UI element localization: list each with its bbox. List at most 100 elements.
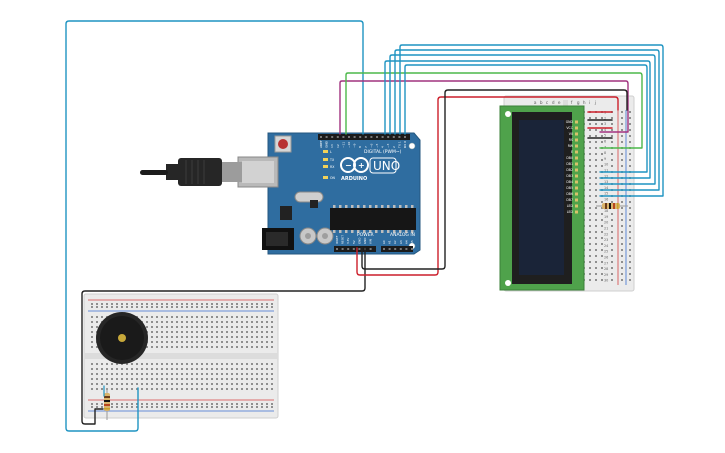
header-pin[interactable] <box>325 136 328 138</box>
hole <box>166 403 168 405</box>
analog-pin[interactable] <box>399 248 402 250</box>
resistor-small-breadboard[interactable] <box>596 203 628 209</box>
lcd-pin[interactable] <box>575 126 578 130</box>
hole <box>96 373 98 375</box>
hole <box>141 383 143 385</box>
analog-pin[interactable] <box>383 248 385 250</box>
hole <box>589 117 591 119</box>
hole <box>246 321 248 323</box>
lcd-pin[interactable] <box>575 150 578 154</box>
analog-pin[interactable] <box>405 248 408 250</box>
hole <box>91 316 93 318</box>
analog-pin[interactable] <box>411 248 413 250</box>
hole <box>226 383 228 385</box>
header-pin[interactable] <box>376 136 378 138</box>
header-pin[interactable] <box>331 136 334 138</box>
row-number: 22 <box>604 232 608 236</box>
header-pin[interactable] <box>320 136 322 138</box>
lcd-pin[interactable] <box>575 204 578 208</box>
lcd-pin[interactable] <box>575 168 578 172</box>
hole <box>156 341 158 343</box>
hole <box>216 373 218 375</box>
hole <box>271 363 273 365</box>
hole <box>171 306 173 308</box>
hole <box>196 306 198 308</box>
header-pin[interactable] <box>348 136 350 138</box>
lcd-pin-label: DB0 <box>566 156 573 160</box>
lcd-16x2[interactable]: GNDVCCV0RSRWEDB0DB1DB2DB3DB4DB5DB6DB7LED… <box>499 105 585 291</box>
hole <box>96 378 98 380</box>
hole <box>621 279 623 281</box>
header-pin[interactable] <box>387 136 390 138</box>
hole <box>191 306 193 308</box>
hole <box>236 306 238 308</box>
lcd-pin[interactable] <box>575 162 578 166</box>
power-pin[interactable] <box>358 248 361 250</box>
hole <box>111 363 113 365</box>
hole <box>206 346 208 348</box>
chip-pins <box>333 205 414 233</box>
lcd-pin[interactable] <box>575 174 578 178</box>
analog-pin[interactable] <box>388 248 391 250</box>
lcd-pin[interactable] <box>575 120 578 124</box>
power-pin[interactable] <box>352 248 355 250</box>
header-pin[interactable] <box>398 136 401 138</box>
hole <box>236 363 238 365</box>
header-pin[interactable] <box>364 136 367 138</box>
arduino-uno[interactable]: − + UNO ARDUINO DIGITAL (PWM~) POWER ANA… <box>237 132 421 255</box>
lcd-pin[interactable] <box>575 192 578 196</box>
hole <box>595 261 597 263</box>
lcd-pin[interactable] <box>575 186 578 190</box>
chip-pin <box>375 230 378 233</box>
header-pin[interactable] <box>381 136 384 138</box>
hole <box>221 321 223 323</box>
hole <box>151 363 153 365</box>
piezo-buzzer[interactable] <box>96 312 148 364</box>
hole <box>96 403 98 405</box>
hole <box>621 219 623 221</box>
resistor-large-breadboard[interactable] <box>104 388 110 420</box>
header-pin[interactable] <box>336 136 339 138</box>
hole <box>601 219 603 221</box>
hole <box>126 373 128 375</box>
lcd-pin[interactable] <box>575 198 578 202</box>
hole <box>271 378 273 380</box>
lcd-pin-label: GND <box>566 120 574 124</box>
column-letter: c <box>546 101 549 106</box>
hole <box>181 373 183 375</box>
lcd-pin[interactable] <box>575 210 578 214</box>
hole <box>181 303 183 305</box>
hole <box>595 135 597 137</box>
wire-black-gnd <box>81 247 366 425</box>
lcd-pin[interactable] <box>575 156 578 160</box>
hole <box>176 363 178 365</box>
hole <box>251 306 253 308</box>
lcd-pin[interactable] <box>575 132 578 136</box>
hole <box>171 316 173 318</box>
header-pin[interactable] <box>342 136 345 138</box>
lcd-pin[interactable] <box>575 144 578 148</box>
lcd-pin[interactable] <box>575 138 578 142</box>
power-pin[interactable] <box>336 248 338 250</box>
power-pin[interactable] <box>369 248 372 250</box>
lcd-pin[interactable] <box>575 180 578 184</box>
header-pin[interactable] <box>353 136 356 138</box>
header-pin[interactable] <box>404 136 406 138</box>
hole <box>121 378 123 380</box>
header-pin[interactable] <box>359 136 362 138</box>
hole <box>186 406 188 408</box>
header-pin[interactable] <box>392 136 395 138</box>
hole <box>589 279 591 281</box>
hole <box>161 321 163 323</box>
power-pin[interactable] <box>341 248 344 250</box>
analog-pin[interactable] <box>394 248 397 250</box>
column-letter: j <box>594 100 596 106</box>
hole <box>241 321 243 323</box>
hole <box>221 383 223 385</box>
hole <box>221 406 223 408</box>
row-number: 11 <box>604 169 608 173</box>
hole <box>111 378 113 380</box>
hole <box>166 316 168 318</box>
power-pin[interactable] <box>347 248 350 250</box>
header-pin[interactable] <box>370 136 373 138</box>
